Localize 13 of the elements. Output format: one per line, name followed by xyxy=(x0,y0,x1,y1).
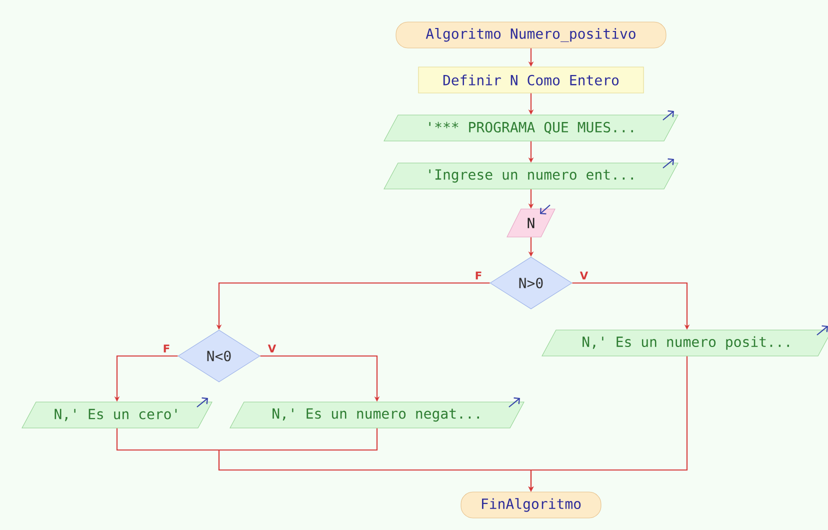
process-box: Definir N Como Entero xyxy=(418,66,644,94)
terminal-box: FinAlgoritmo xyxy=(460,492,602,518)
output-parallelogram: N,' Es un numero posit... xyxy=(542,330,828,356)
output-parallelogram: N,' Es un numero negat... xyxy=(230,402,524,428)
output-parallelogram: N,' Es un cero' xyxy=(22,402,212,428)
output-parallelogram: '*** PROGRAMA QUE MUES... xyxy=(384,114,678,142)
edge-label: F xyxy=(474,270,484,281)
edge-label: F xyxy=(162,343,172,354)
edge-label: V xyxy=(578,270,590,281)
input-parallelogram: N xyxy=(506,208,556,238)
terminal-box: Algoritmo Numero_positivo xyxy=(396,22,666,48)
edge-label: V xyxy=(266,343,278,354)
output-parallelogram: 'Ingrese un numero ent... xyxy=(384,162,678,190)
